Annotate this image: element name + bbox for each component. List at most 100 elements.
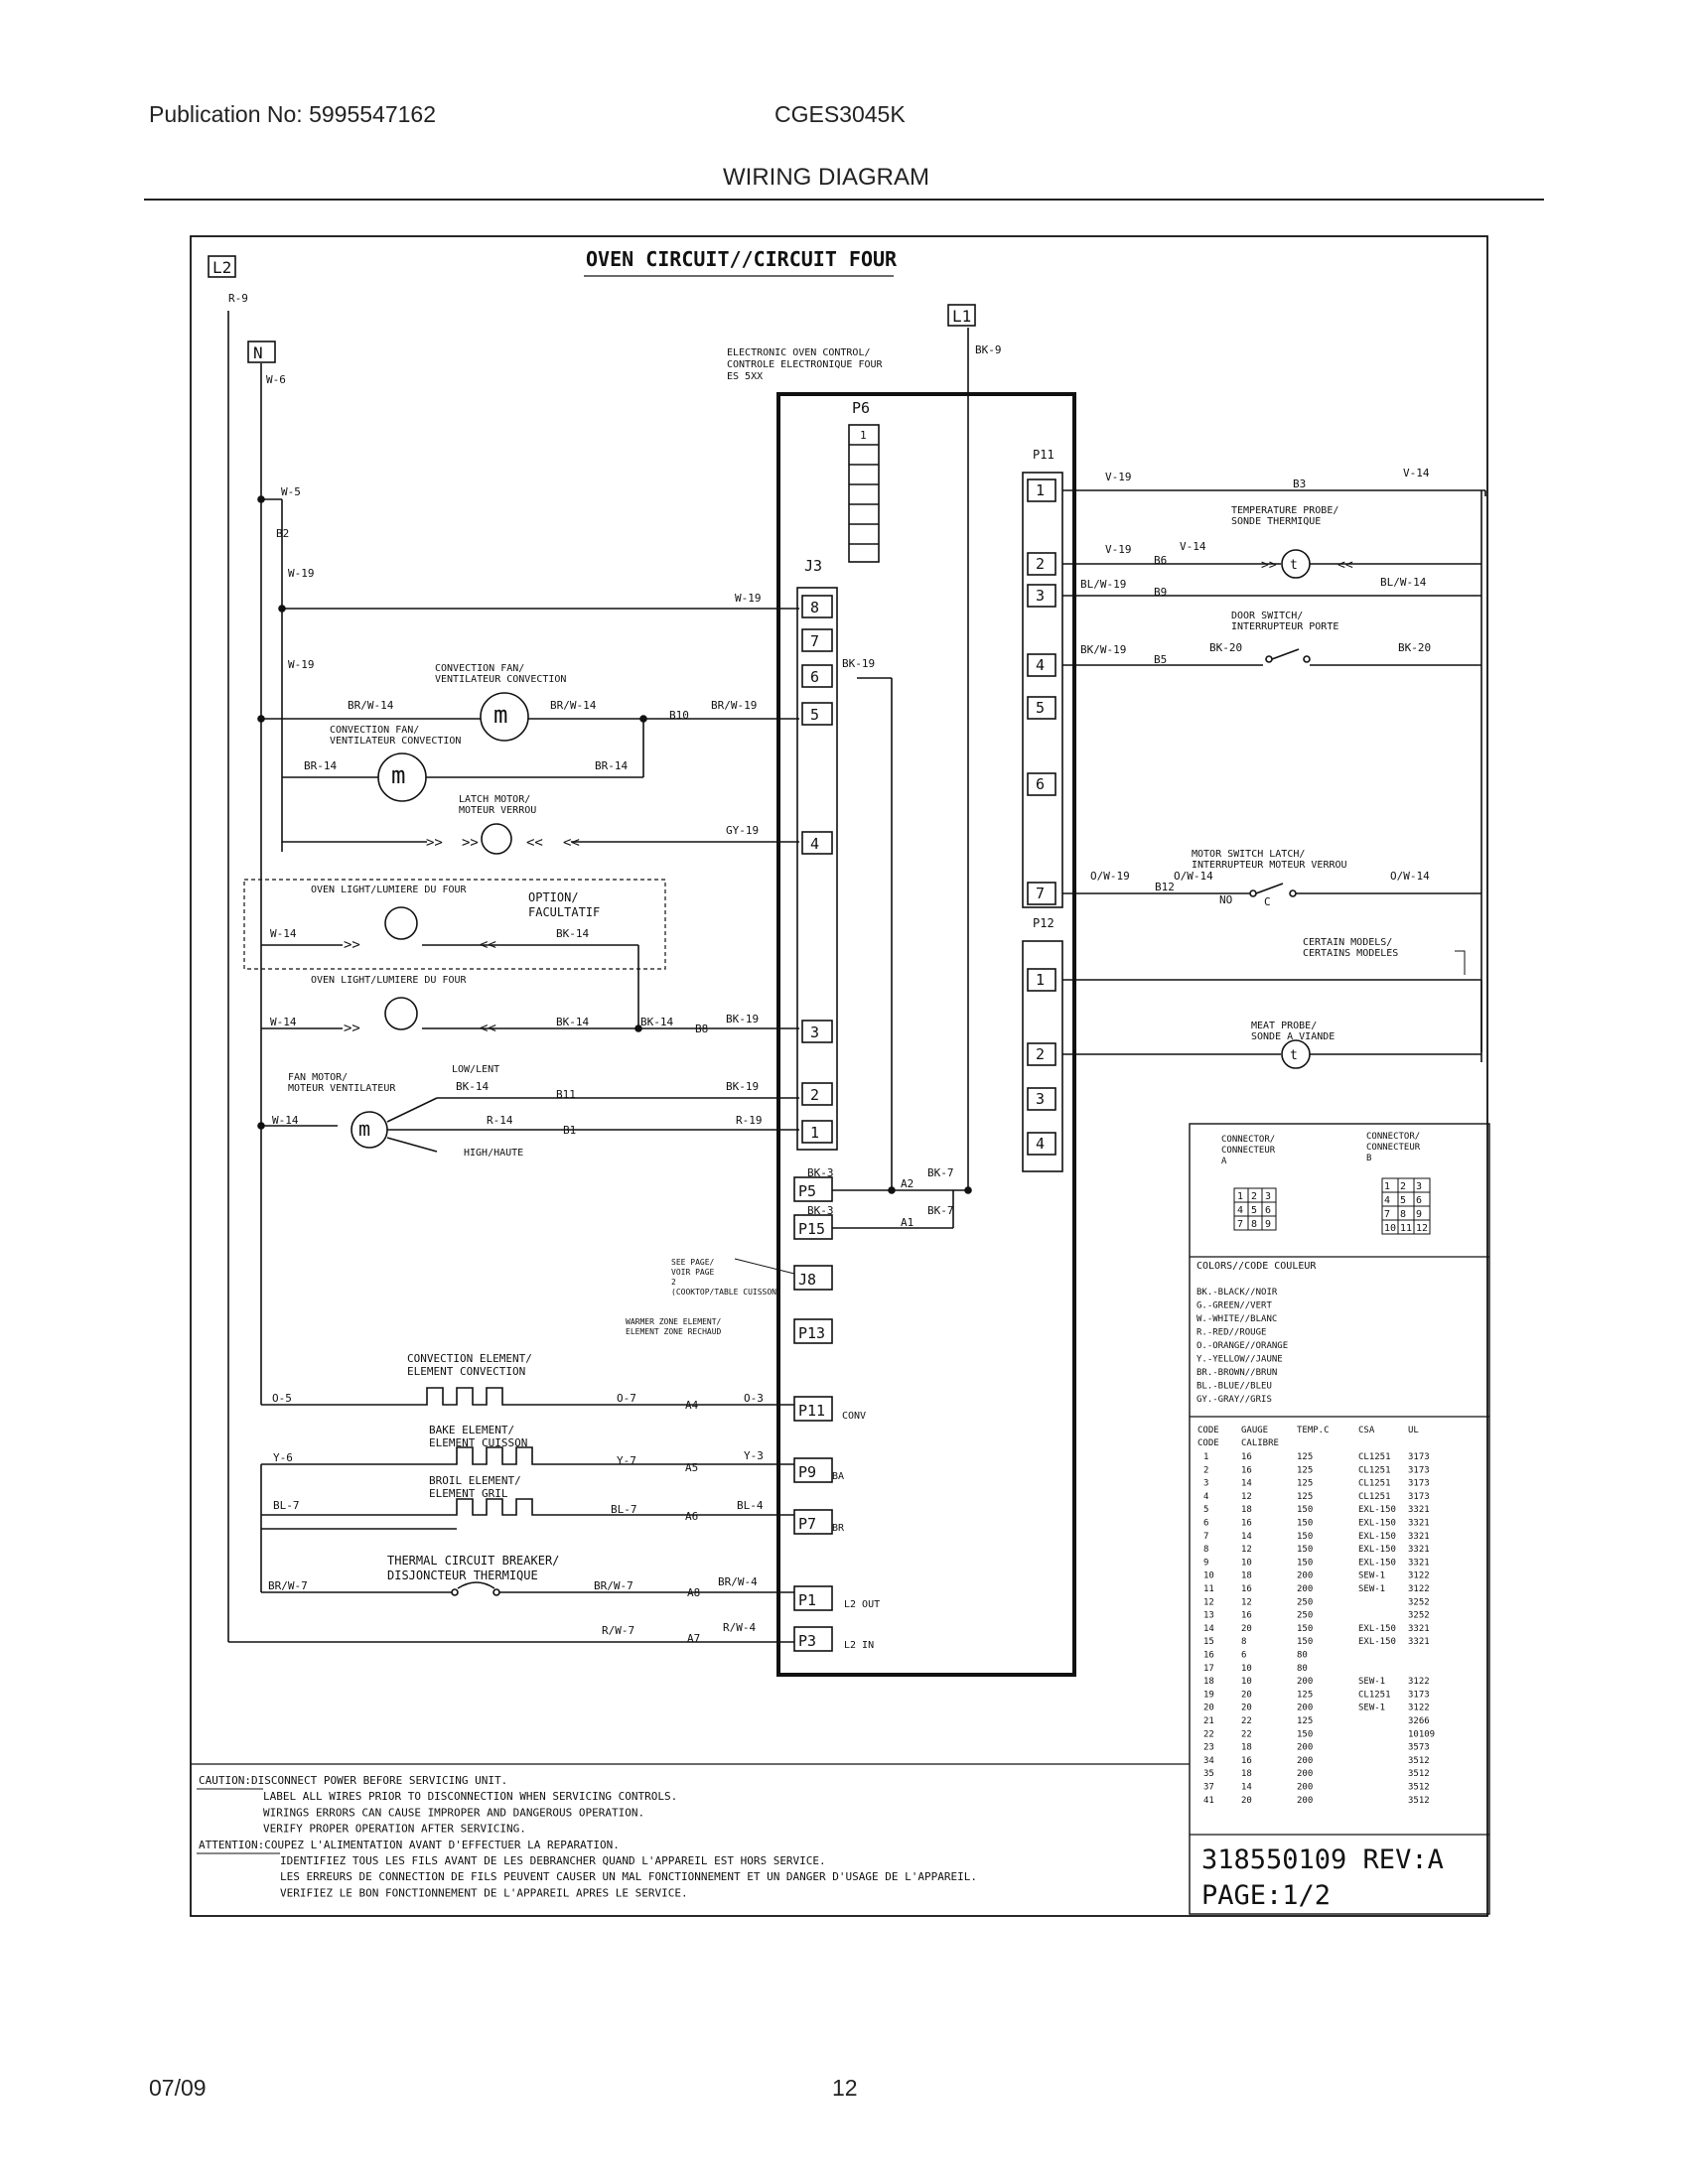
j3-pin: 2: [810, 1086, 819, 1104]
code-table-cell: 1: [1203, 1452, 1208, 1462]
code-table-cell: 125: [1297, 1465, 1313, 1475]
code-table-cell: 125: [1297, 1492, 1313, 1502]
convection-fan-1-label: CONVECTION FAN/: [435, 663, 524, 674]
wire-label: R/W-7: [602, 1624, 634, 1637]
code-table-cell: 5: [1203, 1505, 1208, 1515]
code-table-cell: 18: [1241, 1743, 1252, 1753]
terminal-l2-box: [208, 255, 236, 278]
color-code: G.-GREEN//VERT: [1196, 1301, 1272, 1311]
option-label: FACULTATIF: [528, 905, 600, 919]
fan-motor-label: FAN MOTOR/: [288, 1072, 348, 1083]
p11-pin: 4: [1036, 656, 1045, 674]
code-table-cell: CL1251: [1358, 1479, 1391, 1489]
code-table-cell: 3173: [1408, 1465, 1430, 1475]
code-table-cell: CL1251: [1358, 1492, 1391, 1502]
wire-label: B6: [1154, 554, 1167, 567]
code-table-cell: 200: [1297, 1796, 1313, 1806]
wire-label: B3: [1293, 478, 1306, 490]
connector-b-num: 8: [1400, 1209, 1406, 1220]
p11-pin-box: [1027, 772, 1056, 796]
code-table-cell: 20: [1241, 1690, 1252, 1700]
p11-pin: 7: [1036, 885, 1045, 902]
j3-pin-box: [801, 1082, 833, 1106]
code-table-cell: EXL-150: [1358, 1624, 1396, 1634]
connector-box: [793, 1457, 833, 1483]
code-table-cell: 15: [1203, 1637, 1214, 1647]
code-table-cell: EXL-150: [1358, 1545, 1396, 1555]
switch-contact: [1249, 889, 1257, 897]
wire-label: A6: [685, 1510, 698, 1523]
broil-element-label: BROIL ELEMENT/: [429, 1474, 521, 1487]
code-table-cell: 16: [1203, 1651, 1214, 1661]
code-table-header: CSA: [1358, 1426, 1375, 1435]
code-table-cell: 3266: [1408, 1716, 1430, 1726]
connector-name: P1: [798, 1591, 816, 1609]
code-table-cell: 6: [1203, 1519, 1208, 1529]
terminal-l1: L1: [952, 307, 971, 326]
connector-name: P11: [798, 1402, 825, 1420]
color-code: BR.-BROWN//BRUN: [1196, 1368, 1277, 1378]
p11-pin-box: [1027, 552, 1056, 576]
connector-b-label: CONNECTEUR: [1366, 1143, 1421, 1153]
code-table-cell: 3512: [1408, 1756, 1430, 1766]
code-table-cell: EXL-150: [1358, 1558, 1396, 1568]
code-table-cell: 200: [1297, 1571, 1313, 1581]
code-table-cell: 18: [1203, 1677, 1214, 1687]
code-table-cell: 3321: [1408, 1624, 1430, 1634]
wire-label: W-5: [281, 485, 301, 498]
thermal-breaker-label: DISJONCTEUR THERMIQUE: [387, 1569, 538, 1582]
wire-label: BR/W-14: [550, 699, 597, 712]
code-table-cell: SEW-1: [1358, 1704, 1385, 1713]
p11-pin-box: [1027, 478, 1056, 502]
connector-box: [793, 1318, 833, 1344]
code-table-cell: 10: [1241, 1558, 1252, 1568]
j3-pin: 6: [810, 668, 819, 686]
wire-label: R/W-4: [723, 1621, 756, 1634]
connector-b-label: B: [1366, 1154, 1371, 1163]
code-table-cell: 34: [1203, 1756, 1214, 1766]
terminal-n: N: [253, 343, 263, 362]
caution-line: LABEL ALL WIRES PRIOR TO DISCONNECTION W…: [263, 1790, 677, 1803]
wire-label: Y-7: [617, 1454, 636, 1467]
door-switch-blade: [1271, 648, 1300, 660]
code-table-cell: 3321: [1408, 1532, 1430, 1542]
code-table-cell: 150: [1297, 1729, 1313, 1739]
p12-pin-box: [1027, 1132, 1056, 1156]
connector-name: J8: [798, 1271, 816, 1289]
door-switch-label: DOOR SWITCH/: [1231, 611, 1303, 621]
convection-element-label: CONVECTION ELEMENT/: [407, 1352, 532, 1365]
j3-header: [796, 587, 838, 1151]
code-table-header: CALIBRE: [1241, 1438, 1279, 1448]
code-table-cell: 10: [1203, 1571, 1214, 1581]
plug-glyph: >>: [344, 937, 360, 953]
connector-box: [793, 1396, 833, 1422]
connector-b-num: 12: [1416, 1223, 1428, 1234]
code-table-cell: 200: [1297, 1769, 1313, 1779]
plug-glyph: >>: [1261, 558, 1277, 573]
color-code: Y.-YELLOW//JAUNE: [1196, 1355, 1283, 1365]
wire-label: W-14: [270, 1016, 297, 1028]
breaker-contact: [492, 1588, 500, 1596]
code-table-cell: 200: [1297, 1743, 1313, 1753]
code-table-cell: 13: [1203, 1611, 1214, 1621]
wire-label: W-19: [288, 567, 315, 580]
connector-a-num: 6: [1265, 1205, 1271, 1216]
l2out-note: L2 OUT: [844, 1599, 880, 1610]
fan-glyph: m: [391, 761, 405, 789]
footer-page-number: 12: [832, 2075, 858, 2101]
p6-label: P6: [852, 399, 870, 417]
wire-label: W-6: [266, 373, 286, 386]
color-code: O.-ORANGE//ORANGE: [1196, 1341, 1288, 1351]
code-table-cell: EXL-150: [1358, 1532, 1396, 1542]
p11-header: [1022, 472, 1063, 908]
wire-label: O/W-14: [1174, 870, 1213, 883]
wire-label: A5: [685, 1461, 698, 1474]
wire-label: O-7: [617, 1392, 636, 1405]
code-table-cell: 150: [1297, 1519, 1313, 1529]
publication-number: Publication No: 5995547162: [149, 101, 437, 127]
meat-probe-label: MEAT PROBE/: [1251, 1021, 1317, 1031]
door-switch-label: INTERRUPTEUR PORTE: [1231, 621, 1338, 632]
wire-label: BK-19: [726, 1080, 759, 1093]
p11-pin-box: [1027, 696, 1056, 720]
p11-pin: 1: [1036, 481, 1045, 499]
